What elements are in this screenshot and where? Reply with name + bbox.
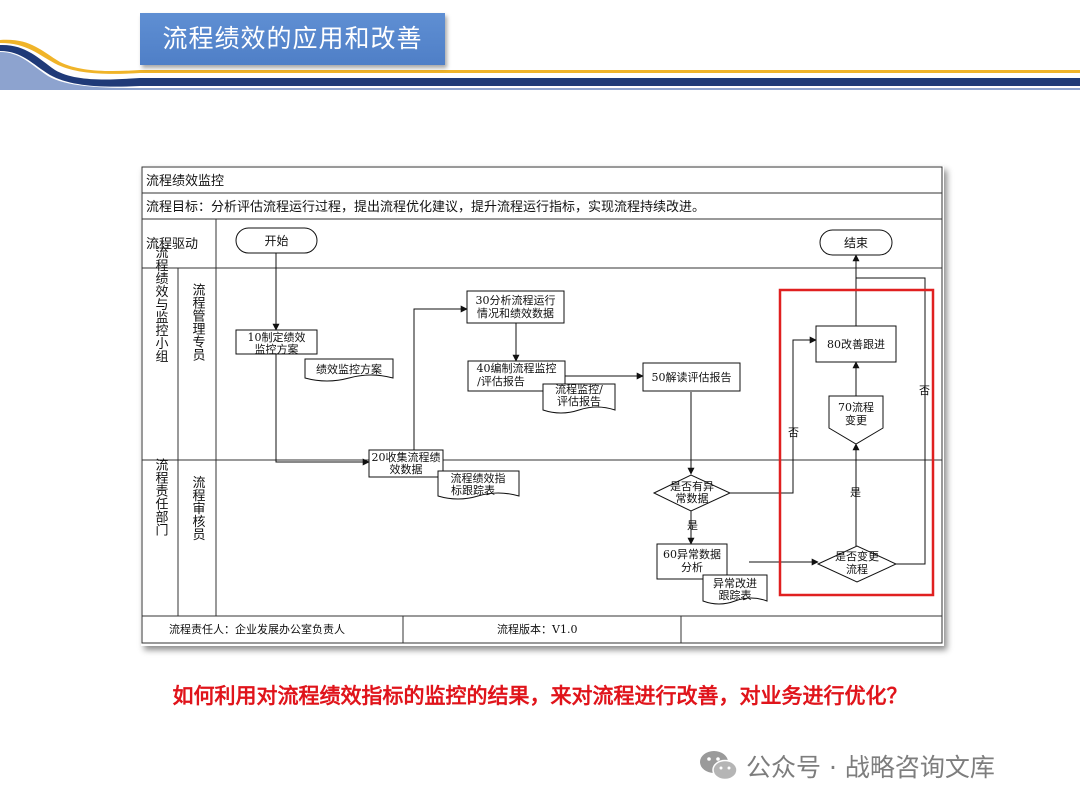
edge-no-q2: 否 bbox=[919, 384, 930, 397]
decision-q1: 是否有异 常数据 bbox=[652, 474, 732, 512]
table-grid bbox=[141, 166, 943, 644]
edge-yes-q2: 是 bbox=[850, 486, 861, 499]
lane-role2-label: 流程审核员 bbox=[190, 476, 206, 541]
doc-d20: 流程绩效指 标跟踪表 bbox=[437, 470, 520, 500]
decision-q2-line2: 流程 bbox=[846, 562, 868, 576]
header-gold-swoosh bbox=[0, 39, 1080, 74]
header-decoration bbox=[0, 39, 1080, 90]
watermark-text: 公众号 · 战略咨询文库 bbox=[746, 753, 995, 782]
node-20: 20收集流程绩 效数据 bbox=[368, 449, 444, 478]
flowchart: 流程绩效监控 流程目标：分析评估流程运行过程，提出流程优化建议，提升流程运行指标… bbox=[141, 166, 943, 644]
node-50-label: 50解读评估报告 bbox=[652, 370, 732, 384]
node-80-label: 80改善跟进 bbox=[827, 337, 885, 351]
node-70-line1: 70流程 bbox=[838, 400, 874, 414]
node-30-line2: 情况和绩效数据 bbox=[477, 306, 554, 320]
node-40-line1: 40编制流程监控 bbox=[477, 361, 557, 375]
node-60-line2: 分析 bbox=[681, 560, 703, 574]
connectors bbox=[272, 253, 926, 566]
wechat-icon bbox=[700, 751, 738, 781]
node-10: 10制定绩效 监控方案 bbox=[235, 329, 318, 356]
end-node: 结束 bbox=[819, 229, 893, 256]
header-navy-swoosh bbox=[0, 44, 1080, 87]
node-70-line2: 变更 bbox=[845, 413, 867, 427]
key-question: 如何利用对流程绩效指标的监控的结果，来对流程进行改善，对业务进行优化？ bbox=[172, 684, 908, 708]
start-label: 开始 bbox=[264, 234, 288, 248]
doc-d40: 流程监控/ 评估报告 bbox=[542, 382, 616, 414]
decision-q2-line1: 是否变更 bbox=[835, 549, 879, 563]
node-50: 50解读评估报告 bbox=[642, 362, 741, 392]
slide-title: 流程绩效的应用和改善 bbox=[140, 13, 445, 65]
node-30-line1: 30分析流程运行 bbox=[476, 293, 556, 307]
node-10-line1: 10制定绩效 bbox=[248, 330, 306, 344]
flowchart-panel: 流程绩效监控 流程目标：分析评估流程运行过程，提出流程优化建议，提升流程运行指标… bbox=[141, 166, 944, 646]
footer-owner: 流程责任人：企业发展办公室负责人 bbox=[169, 622, 345, 636]
doc-d60-line2: 跟踪表 bbox=[719, 588, 752, 602]
flow-header: 流程绩效监控 bbox=[146, 174, 224, 189]
lane-group2-label: 流程责任部门 bbox=[153, 458, 169, 536]
doc-d20-line2: 标跟踪表 bbox=[451, 483, 495, 497]
doc-d10: 绩效监控方案 bbox=[304, 358, 394, 382]
lane-group1-label: 流程绩效与监控小组 bbox=[153, 246, 169, 363]
doc-d40-line2: 评估报告 bbox=[557, 394, 601, 408]
end-label: 结束 bbox=[844, 236, 868, 250]
lane-labels: 流程绩效与监控小组 流程管理专员 流程责任部门 流程审核员 bbox=[153, 246, 206, 541]
node-80: 80改善跟进 bbox=[815, 325, 897, 363]
lane-role1-label: 流程管理专员 bbox=[190, 283, 206, 361]
start-node: 开始 bbox=[235, 227, 318, 254]
node-70: 70流程 变更 bbox=[828, 395, 884, 445]
decision-q1-line2: 常数据 bbox=[676, 491, 709, 505]
doc-d60: 异常改进 跟踪表 bbox=[702, 574, 768, 605]
edge-no-q1: 否 bbox=[788, 426, 799, 439]
improvement-highlight bbox=[778, 288, 935, 597]
node-30: 30分析流程运行 情况和绩效数据 bbox=[466, 290, 565, 324]
flow-goal: 流程目标：分析评估流程运行过程，提出流程优化建议，提升流程运行指标，实现流程持续… bbox=[146, 199, 705, 215]
decision-q1-line1: 是否有异 bbox=[670, 479, 714, 493]
node-60-line1: 60异常数据 bbox=[663, 547, 721, 561]
node-40-line2: /评估报告 bbox=[477, 374, 525, 388]
edge-yes-q1: 是 bbox=[687, 519, 698, 532]
node-10-line2: 监控方案 bbox=[255, 342, 299, 356]
node-20-line2: 效数据 bbox=[390, 462, 423, 476]
node-40: 40编制流程监控 /评估报告 bbox=[467, 360, 566, 392]
edge-labels: 是 否 是 否 bbox=[687, 384, 930, 532]
doc-d60-line1: 异常改进 bbox=[713, 576, 757, 590]
watermark: 公众号 · 战略咨询文库 bbox=[698, 746, 995, 786]
footer-version: 流程版本：V1.0 bbox=[497, 622, 577, 636]
doc-d10-label: 绩效监控方案 bbox=[316, 362, 382, 376]
node-60: 60异常数据 分析 bbox=[656, 543, 728, 580]
doc-d20-line1: 流程绩效指 bbox=[451, 471, 506, 485]
node-20-line1: 20收集流程绩 bbox=[372, 450, 441, 464]
doc-d40-line1: 流程监控/ bbox=[555, 382, 603, 396]
flow-driver-label: 流程驱动 bbox=[146, 237, 198, 252]
decision-q2: 是否变更 流程 bbox=[816, 545, 898, 583]
